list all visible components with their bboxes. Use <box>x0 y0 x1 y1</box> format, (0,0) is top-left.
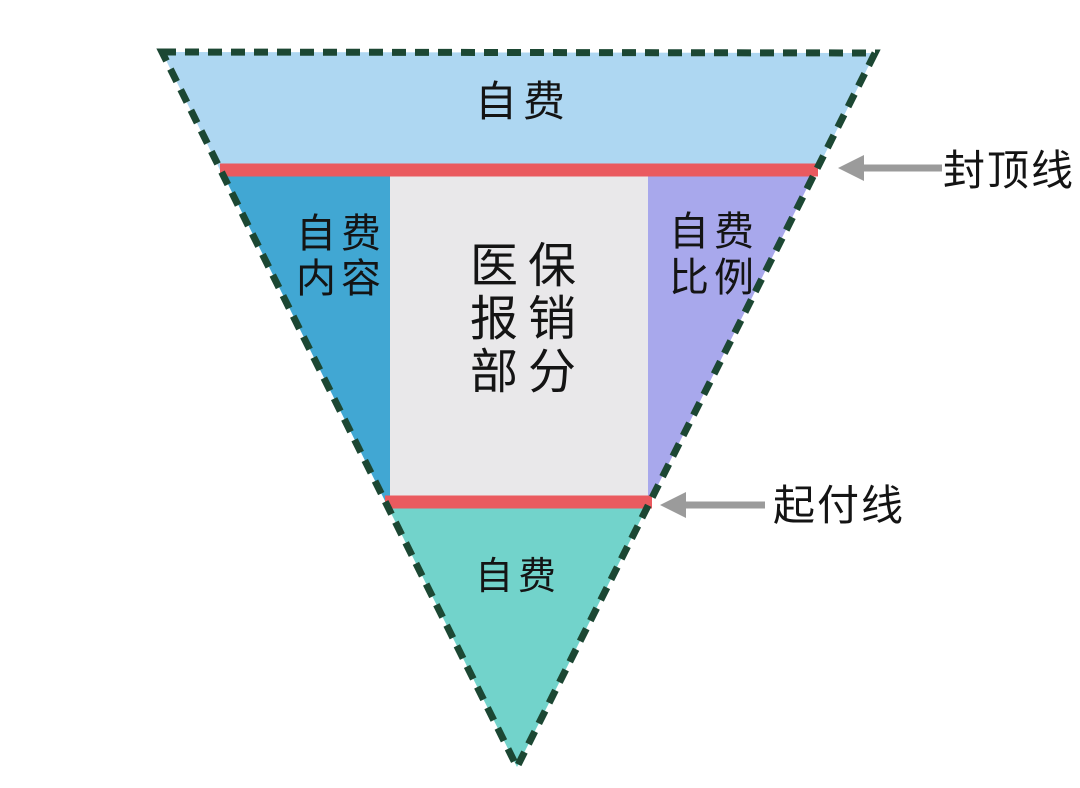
cap-line-arrowhead-icon <box>838 155 864 181</box>
self-pay-ratio-label-line1: 自费 <box>669 210 759 254</box>
cap-line-annotation: 封顶线 <box>838 147 1075 194</box>
self-pay-content-label-line1: 自费 <box>296 212 386 256</box>
insurance-reimbursement-region <box>390 170 648 503</box>
bottom-self-pay-label: 自费 <box>475 556 561 598</box>
bottom-self-pay-region <box>386 503 649 767</box>
cap-line-label: 封顶线 <box>943 147 1075 194</box>
top-self-pay-region <box>162 52 875 172</box>
insurance-reimbursement-label-line1: 医保 <box>470 240 586 293</box>
self-pay-ratio-region <box>648 170 816 503</box>
self-pay-ratio-label-line2: 比例 <box>669 256 759 300</box>
self-pay-content-label-line2: 内容 <box>296 257 386 301</box>
insurance-reimbursement-label-line3: 部分 <box>470 346 586 399</box>
deductible-line-label: 起付线 <box>773 482 905 529</box>
deductible-line-arrowhead-icon <box>660 492 686 518</box>
top-self-pay-label: 自费 <box>475 78 571 125</box>
insurance-reimbursement-label-line2: 报销 <box>470 293 586 346</box>
deductible-line-annotation: 起付线 <box>660 482 905 529</box>
triangle-dashed-border <box>156 48 881 775</box>
